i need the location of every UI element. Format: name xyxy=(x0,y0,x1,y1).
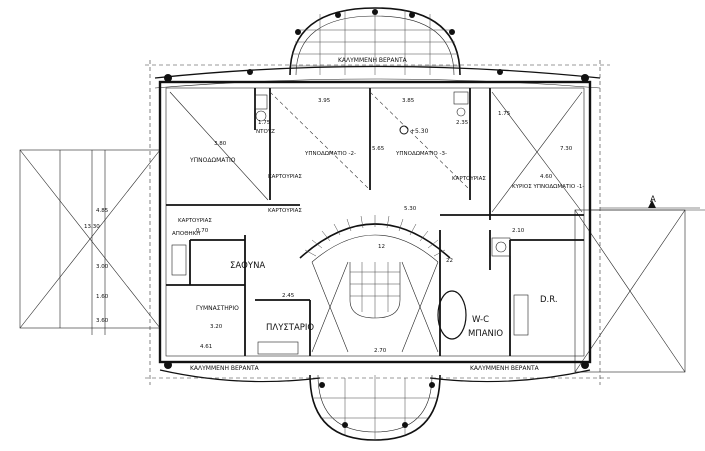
dim-label: 3.00 xyxy=(96,264,109,270)
dimension-lines xyxy=(91,60,700,385)
bottom-left-veranda-label: ΚΑΛΥΜΜΕΝΗ ΒΕΡΑΝΤΑ xyxy=(190,365,260,372)
dim-label: 3.80 xyxy=(214,141,227,147)
elevation-marker-icon xyxy=(399,125,409,135)
dim-label: 2.10 xyxy=(512,228,525,234)
dim-label: 3.85 xyxy=(402,98,415,104)
room-master-bedroom: ΚΥΡΙΟΣ ΥΠΝΟΔΩΜΑΤΙΟ -1- xyxy=(512,184,584,190)
room-sauna: ΣΑΟΥΝΑ xyxy=(230,261,265,271)
bottom-right-veranda-edge xyxy=(429,369,591,383)
bottom-right-veranda-label: ΚΑΛΥΜΜΕΝΗ ΒΕΡΑΝΤΑ xyxy=(470,365,540,372)
top-veranda-label: ΚΑΛΥΜΜΕΝΗ ΒΕΡΑΝΤΑ xyxy=(338,57,408,64)
dim-label: 22 xyxy=(446,258,453,264)
left-roof-outline xyxy=(19,149,161,329)
dim-label: 3.60 xyxy=(96,318,109,324)
section-arrow-icon xyxy=(648,200,656,208)
dim-label: 12 xyxy=(378,244,385,250)
dim-label: 3.95 xyxy=(318,98,331,104)
room-dressing: D.R. xyxy=(540,295,558,305)
dim-label: 1.75 xyxy=(258,120,271,126)
section-marker-label: A xyxy=(650,195,656,205)
right-roof-outline xyxy=(574,209,705,373)
room-laundry: ΠΛΥΣΤΑΡΙΟ xyxy=(266,323,314,333)
room-closet-2: ΚΑΡΤΟΥΡΙΑΣ xyxy=(178,218,212,224)
void-markers xyxy=(169,91,583,353)
room-bedroom-3: ΥΠΝΟΔΩΜΑΤΙΟ -3- xyxy=(395,151,447,157)
room-closet-1: ΚΑΡΤΟΥΡΙΑΣ xyxy=(268,208,302,214)
room-bedroom-2: ΥΠΝΟΔΩΜΑΤΙΟ -2- xyxy=(304,151,356,157)
room-gym: ΓΥΜΝΑΣΤΗΡΙΟ xyxy=(196,305,239,312)
room-bedroom-left: ΥΠΝΟΔΩΜΑΤΙΟ xyxy=(189,157,236,164)
dim-label: 2.70 xyxy=(374,348,387,354)
dim-label: 3.20 xyxy=(210,324,223,330)
dim-label: 7.30 xyxy=(560,146,573,152)
room-closet-4: ΚΑΡΤΟΥΡΙΑΣ xyxy=(268,174,302,180)
bathroom-fixtures xyxy=(171,91,529,355)
room-wc: W-C xyxy=(472,315,489,325)
room-storage: ΑΠΟΘΗΚΗ xyxy=(172,231,200,237)
dim-label: 5.30 xyxy=(404,206,417,212)
outer-walls xyxy=(158,69,592,369)
bottom-dome-canopy xyxy=(309,374,441,441)
dim-label: 4.61 xyxy=(200,344,212,350)
top-dome-canopy xyxy=(289,7,461,76)
room-shower: ΝΤΟΥΖ xyxy=(256,129,275,135)
room-closet-3: ΚΑΡΤΟΥΡΙΑΣ xyxy=(452,176,486,182)
elevation-label: +5.30 xyxy=(410,128,429,135)
dim-label: 2.35 xyxy=(456,120,469,126)
room-bath: ΜΠΑΝΙΟ xyxy=(468,329,503,339)
top-veranda-edge xyxy=(154,65,601,79)
curved-staircase xyxy=(299,215,451,319)
dim-label: 1.75 xyxy=(498,111,511,117)
bottom-left-veranda-edge xyxy=(159,369,321,383)
dim-label: 4.60 xyxy=(540,174,553,180)
dim-label: 0.70 xyxy=(196,228,209,234)
dim-label: 13.30 xyxy=(84,224,100,230)
dim-label: 5.65 xyxy=(372,146,385,152)
dim-label: 2.45 xyxy=(282,293,295,299)
top-veranda-inner xyxy=(154,78,601,89)
dim-label: 4.85 xyxy=(96,208,109,214)
dim-label: 1.60 xyxy=(96,294,109,300)
